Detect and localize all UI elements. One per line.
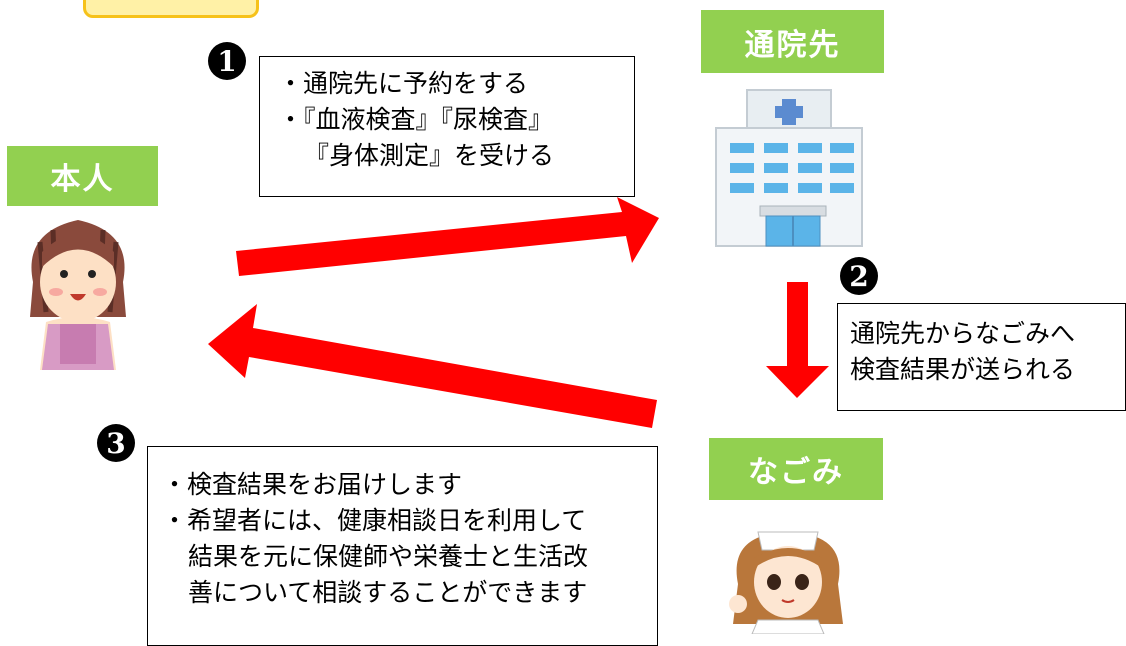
step-1-line-2: ・『血液検査』『尿検査』 bbox=[278, 105, 554, 134]
person-label: 本人 bbox=[7, 146, 158, 206]
step-3-line-4: 善について相談することができます bbox=[188, 578, 588, 607]
woman-apron-icon bbox=[30, 220, 126, 370]
step-2-number: 2 bbox=[849, 259, 869, 293]
step-3-line-3: 結果を元に保健師や栄養士と生活改 bbox=[188, 542, 589, 571]
step-2-line-1: 通院先からなごみへ bbox=[850, 319, 1076, 348]
step-3-line-2: ・希望者には、健康相談日を利用して bbox=[162, 506, 587, 535]
cropped-header-tab bbox=[83, 0, 259, 18]
arrow-hospital-to-nagomi bbox=[766, 282, 829, 398]
hospital-label: 通院先 bbox=[701, 10, 884, 73]
step-2-line-2: 検査結果が送られる bbox=[850, 355, 1076, 384]
step-1-line-3: 『身体測定』を受ける bbox=[304, 141, 555, 170]
arrow-person-to-hospital bbox=[236, 197, 659, 276]
step-2-box: 通院先からなごみへ 検査結果が送られる bbox=[837, 303, 1126, 411]
hospital-building-icon bbox=[715, 89, 863, 247]
step-1-marker: 1 bbox=[206, 40, 248, 82]
step-1-box: ・通院先に予約をする ・『血液検査』『尿検査』 『身体測定』を受ける bbox=[259, 56, 635, 197]
step-2-marker: 2 bbox=[838, 255, 880, 297]
step-1-line-1: ・通院先に予約をする bbox=[278, 69, 529, 98]
step-3-line-1: ・検査結果をお届けします bbox=[162, 470, 463, 499]
step-3-marker: 3 bbox=[95, 422, 137, 464]
arrow-nagomi-to-person bbox=[208, 304, 657, 428]
step-3-number: 3 bbox=[106, 426, 126, 460]
step-1-number: 1 bbox=[217, 44, 237, 78]
nurse-icon bbox=[729, 531, 843, 634]
nagomi-label: なごみ bbox=[709, 438, 883, 500]
step-3-box: ・検査結果をお届けします ・希望者には、健康相談日を利用して 結果を元に保健師や… bbox=[147, 446, 658, 646]
